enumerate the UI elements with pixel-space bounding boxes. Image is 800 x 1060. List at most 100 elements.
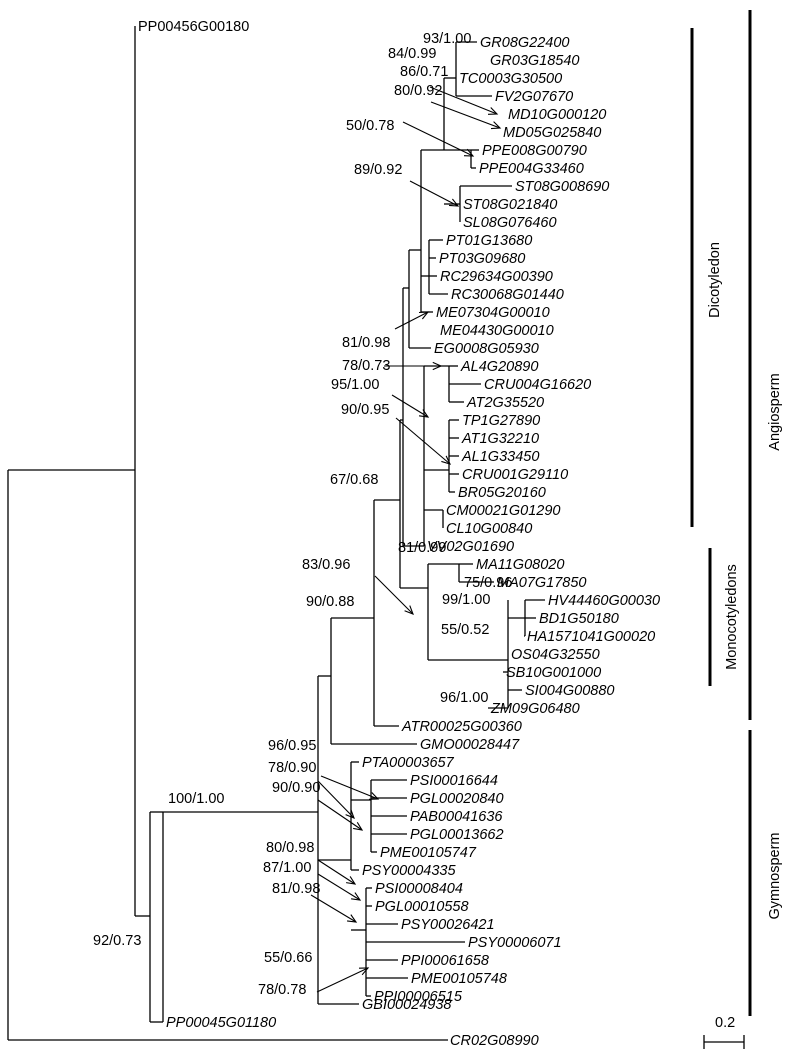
- support-label-87: 87/1.00: [263, 860, 311, 876]
- leaf-label-ppi6515: PPI00006515: [374, 989, 463, 1005]
- leaf-label-gmo: GMO00028447: [420, 737, 520, 753]
- arrow-shaft: [317, 873, 361, 901]
- support-arrow-10: [317, 780, 355, 819]
- support-arrow-11: [317, 799, 364, 831]
- support-label-50: 50/0.78: [346, 118, 394, 134]
- leaf-label-br05: BR05G20160: [458, 485, 546, 501]
- leaf-label-cru004: CRU004G16620: [484, 377, 591, 393]
- support-label-55a: 55/0.52: [441, 622, 489, 638]
- support-arrow-3: [409, 180, 460, 207]
- leaf-label-me07: ME07304G00010: [436, 305, 550, 321]
- clade-label-dicotyledon: Dicotyledon: [707, 242, 723, 318]
- leaf-label-cru001: CRU001G29110: [462, 467, 568, 483]
- support-label-83: 83/0.96: [302, 557, 350, 573]
- support-arrow-13: [317, 873, 362, 901]
- leaf-label-psy6071: PSY00006071: [468, 935, 562, 951]
- leaf-label-gr03: GR03G18540: [490, 53, 579, 69]
- support-arrow-6: [391, 394, 430, 418]
- leaf-label-pab: PAB00041636: [410, 809, 503, 825]
- leaf-label-pgl020: PGL00020840: [410, 791, 504, 807]
- arrow-shaft: [317, 799, 363, 831]
- leaf-label-psy26: PSY00026421: [401, 917, 495, 933]
- support-label-84: 84/0.99: [388, 46, 436, 62]
- support-arrow-5: [384, 361, 443, 371]
- leaf-label-pme747: PME00105747: [380, 845, 477, 861]
- leaf-label-gbi: GBI00024938: [362, 997, 452, 1013]
- leaf-label-at2: AT2G35520: [466, 395, 544, 411]
- support-label-78b: 78/0.90: [268, 760, 316, 776]
- support-label-90b: 90/0.88: [306, 594, 354, 610]
- leaf-label-al4: AL4G20890: [460, 359, 538, 375]
- arrow-shaft: [320, 775, 379, 800]
- arrow-shaft: [395, 417, 451, 465]
- support-label-99: 99/1.00: [442, 592, 490, 608]
- leaf-label-pp456: PP00456G00180: [138, 19, 249, 35]
- leaf-label-atr: ATR00025G00360: [401, 719, 522, 735]
- support-arrow-2: [402, 121, 475, 157]
- support-label-86: 86/0.71: [400, 64, 448, 80]
- arrow-shaft: [317, 859, 356, 885]
- arrow-head: [368, 792, 380, 800]
- arrow-shaft: [429, 86, 498, 115]
- support-arrows: [310, 86, 502, 993]
- leaf-label-bd1: BD1G50180: [539, 611, 619, 627]
- arrow-shaft: [317, 780, 355, 819]
- leaf-label-eg: EG0008G05930: [434, 341, 539, 357]
- leaf-label-psi008: PSI00008404: [375, 881, 463, 897]
- scale-bar: 0.2: [703, 1015, 745, 1049]
- arrow-head: [358, 967, 370, 976]
- support-labels: 93/1.0084/0.9986/0.7180/0.9250/0.7889/0.…: [93, 31, 512, 998]
- support-label-80b: 80/0.98: [266, 840, 314, 856]
- arrow-head: [353, 822, 364, 831]
- leaf-label-at1: AT1G32210: [461, 431, 539, 447]
- support-label-81c: 81/0.98: [272, 881, 320, 897]
- leaf-label-psy4335: PSY00004335: [362, 863, 456, 879]
- leaf-label-sl08: SL08G076460: [463, 215, 557, 231]
- leaf-label-ma11: MA11G08020: [476, 557, 564, 573]
- support-label-80a: 80/0.92: [394, 83, 442, 99]
- arrow-head: [346, 876, 357, 885]
- leaf-label-st08a: ST08G008690: [515, 179, 609, 195]
- leaf-label-pt01: PT01G13680: [446, 233, 532, 249]
- support-arrow-1: [430, 101, 502, 130]
- leaf-label-sb10: SB10G001000: [506, 665, 601, 681]
- support-arrow-14: [310, 894, 358, 923]
- arrow-head: [419, 409, 430, 418]
- leaf-label-st08b: ST08G021840: [463, 197, 557, 213]
- leaf-label-me04: ME04430G00010: [440, 323, 554, 339]
- leaf-label-pp045: PP00045G01180: [166, 1015, 276, 1031]
- support-label-78a: 78/0.73: [342, 358, 390, 374]
- arrow-head: [448, 198, 460, 207]
- support-label-100: 100/1.00: [168, 791, 224, 807]
- leaf-label-fv2: FV2G07670: [495, 89, 573, 105]
- leaf-label-cl10: CL10G00840: [446, 521, 532, 537]
- leaf-label-md10: MD10G000120: [508, 107, 606, 123]
- leaf-label-ppe004: PPE004G33460: [479, 161, 584, 177]
- support-arrow-7: [395, 417, 452, 465]
- support-arrow-4: [394, 311, 430, 330]
- leaf-label-ppe008: PPE008G00790: [482, 143, 587, 159]
- arrow-shaft: [402, 121, 474, 157]
- leaf-label-pt03: PT03G09680: [439, 251, 525, 267]
- support-arrow-8: [374, 575, 414, 615]
- support-label-55b: 55/0.66: [264, 950, 312, 966]
- support-label-95: 95/1.00: [331, 377, 379, 393]
- clade-label-gymnosperm: Gymnosperm: [767, 832, 783, 919]
- arrow-head: [463, 148, 475, 157]
- leaf-label-tc: TC0003G30500: [459, 71, 562, 87]
- leaf-label-vv02: VV02G01690: [427, 539, 514, 555]
- support-label-90c: 90/0.90: [272, 780, 320, 796]
- arrow-shaft: [310, 894, 357, 923]
- support-label-96b: 96/0.95: [268, 738, 316, 754]
- clade-label-angiosperm: Angiosperm: [767, 373, 783, 450]
- leaf-label-gr08: GR08G22400: [480, 35, 569, 51]
- support-label-96a: 96/1.00: [440, 690, 488, 706]
- leaf-label-ma07: MA07G17850: [497, 575, 586, 591]
- leaf-label-ppi61: PPI00061658: [401, 953, 489, 969]
- arrow-shaft: [316, 967, 369, 993]
- support-label-81b: 81/0.99: [398, 540, 446, 556]
- leaf-label-pgl013: PGL00013662: [410, 827, 504, 843]
- arrow-head: [418, 311, 430, 320]
- leaf-label-cr02: CR02G08990: [450, 1033, 539, 1049]
